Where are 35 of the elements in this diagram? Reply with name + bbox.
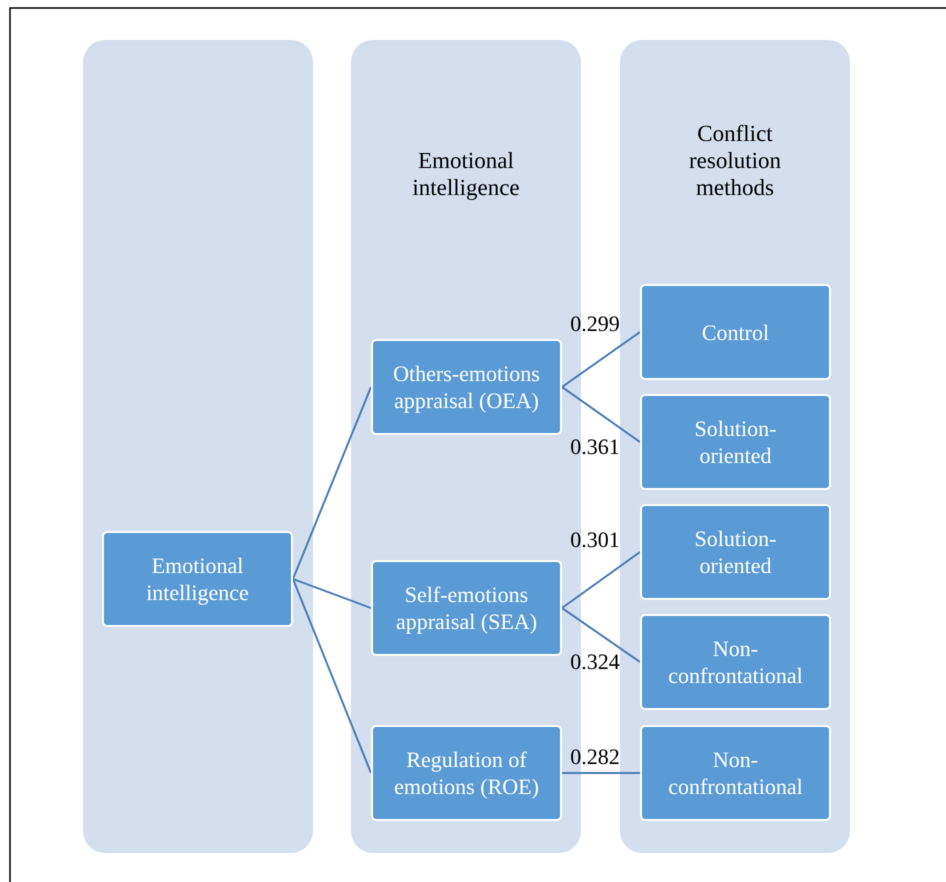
column-heading: Emotional intelligence [411,147,521,201]
edge-label: 0.301 [570,528,620,552]
concept-box [640,284,831,380]
concept-box [371,339,562,435]
column-heading: Conflict resolution methods [688,120,782,201]
box-label: Non-confrontational [667,635,804,689]
concept-box [371,560,562,656]
box-label: Control [702,318,770,346]
concept-box [640,394,831,490]
edge-label: 0.324 [570,650,620,674]
connector-line [561,386,641,443]
connector-line [292,578,372,609]
box-label: Self-emotions appraisal (SEA) [394,581,538,635]
edge-label: 0.361 [570,435,620,459]
box-label: Non-confrontational [667,746,804,800]
box-label: Regulation of emotions (ROE) [393,746,540,800]
edge-label: 0.282 [570,745,620,769]
box-label: Solution-oriented [694,415,778,469]
concept-box [640,614,831,710]
connector-line [561,331,641,388]
concept-box [640,725,831,821]
column-panel [620,40,850,853]
column-panel [83,40,313,853]
connector-line [292,386,372,580]
connector-line [562,772,640,774]
concept-box [640,504,831,600]
box-label: Others-emotions appraisal (OEA) [392,360,541,414]
box-label: Emotional intelligence [145,552,250,606]
connector-line [292,578,372,774]
connector-line [561,551,641,609]
box-label: Solution-oriented [694,525,778,579]
connector-line [561,607,641,663]
edge-label: 0.299 [570,312,620,336]
concept-box [371,725,562,821]
concept-box [102,531,293,627]
